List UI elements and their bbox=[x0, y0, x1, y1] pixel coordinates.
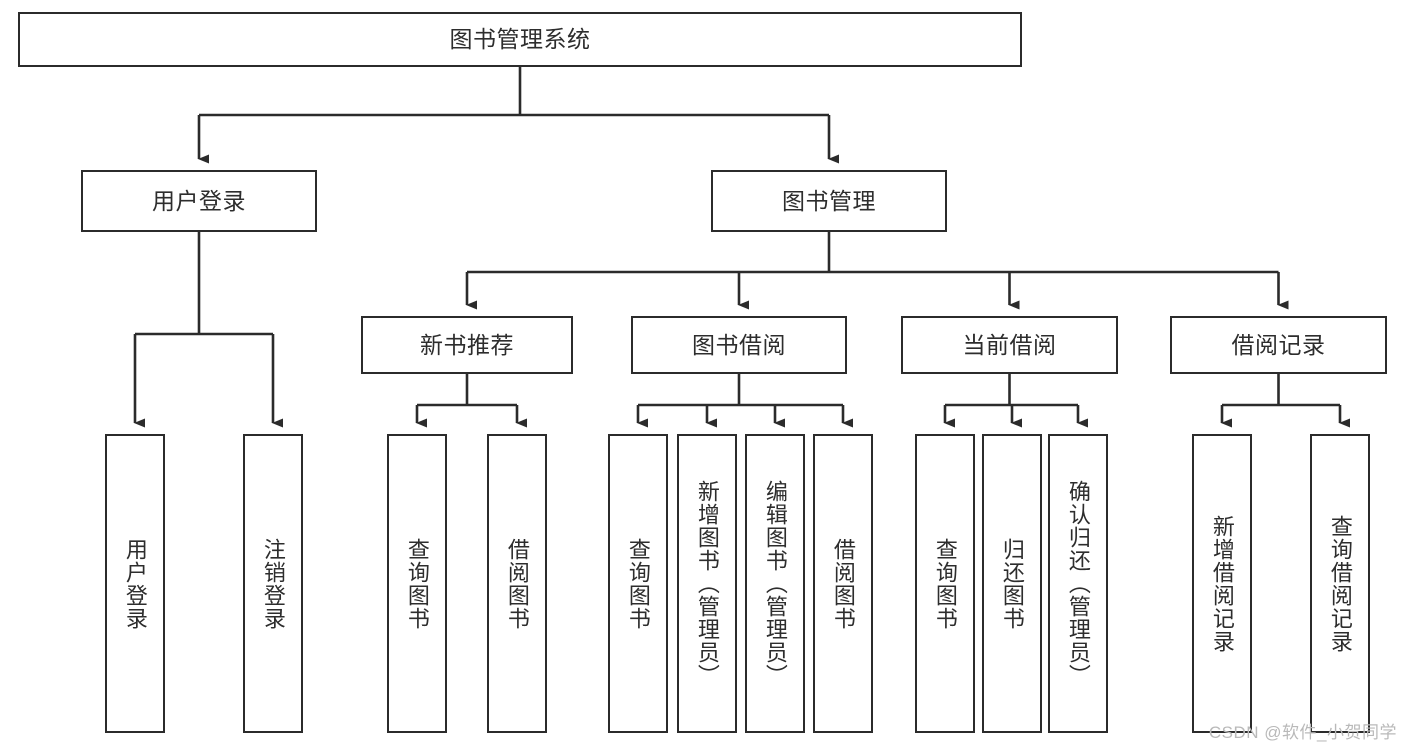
node-leaf-add-record[interactable]: 新增借阅记录 bbox=[1192, 434, 1252, 733]
node-label: 借阅图书 bbox=[830, 537, 856, 630]
node-leaf-borrow-book-new[interactable]: 借阅图书 bbox=[487, 434, 547, 733]
node-label: 查询借阅记录 bbox=[1327, 514, 1353, 653]
node-label: 图书管理 bbox=[782, 187, 876, 214]
node-label: 查询图书 bbox=[404, 537, 430, 630]
node-label: 归还图书 bbox=[999, 537, 1025, 630]
node-current[interactable]: 当前借阅 bbox=[901, 316, 1118, 374]
node-label: 当前借阅 bbox=[962, 331, 1057, 358]
node-label: 确认归还（管理员） bbox=[1065, 480, 1091, 687]
node-root[interactable]: 图书管理系统 bbox=[18, 12, 1022, 67]
node-label: 查询图书 bbox=[625, 537, 651, 630]
node-leaf-confirm-return[interactable]: 确认归还（管理员） bbox=[1048, 434, 1108, 733]
node-label: 新书推荐 bbox=[420, 331, 514, 358]
node-label: 用户登录 bbox=[152, 187, 246, 214]
node-leaf-return-book[interactable]: 归还图书 bbox=[982, 434, 1042, 733]
node-label: 图书借阅 bbox=[692, 331, 786, 358]
node-label: 用户登录 bbox=[122, 537, 148, 630]
node-login[interactable]: 用户登录 bbox=[81, 170, 317, 232]
node-label: 图书管理系统 bbox=[449, 26, 591, 53]
node-leaf-query-book-new[interactable]: 查询图书 bbox=[387, 434, 447, 733]
node-label: 借阅记录 bbox=[1231, 331, 1326, 358]
node-borrow[interactable]: 图书借阅 bbox=[631, 316, 847, 374]
node-leaf-add-book[interactable]: 新增图书（管理员） bbox=[677, 434, 737, 733]
node-leaf-user-logout[interactable]: 注销登录 bbox=[243, 434, 303, 733]
node-leaf-edit-book[interactable]: 编辑图书（管理员） bbox=[745, 434, 805, 733]
node-label: 注销登录 bbox=[260, 537, 286, 630]
node-label: 编辑图书（管理员） bbox=[762, 480, 788, 687]
node-label: 借阅图书 bbox=[504, 537, 530, 630]
node-label: 新增借阅记录 bbox=[1209, 514, 1235, 653]
node-leaf-borrow-book[interactable]: 借阅图书 bbox=[813, 434, 873, 733]
node-leaf-query-record[interactable]: 查询借阅记录 bbox=[1310, 434, 1370, 733]
watermark-label: CSDN @软件_小贺同学 bbox=[1208, 723, 1397, 742]
node-leaf-user-login[interactable]: 用户登录 bbox=[105, 434, 165, 733]
node-leaf-query-book[interactable]: 查询图书 bbox=[608, 434, 668, 733]
node-label: 查询图书 bbox=[932, 537, 958, 630]
node-leaf-query-book-cur[interactable]: 查询图书 bbox=[915, 434, 975, 733]
node-bookmgmt[interactable]: 图书管理 bbox=[711, 170, 947, 232]
node-newbook[interactable]: 新书推荐 bbox=[361, 316, 573, 374]
node-records[interactable]: 借阅记录 bbox=[1170, 316, 1387, 374]
node-label: 新增图书（管理员） bbox=[694, 480, 720, 687]
